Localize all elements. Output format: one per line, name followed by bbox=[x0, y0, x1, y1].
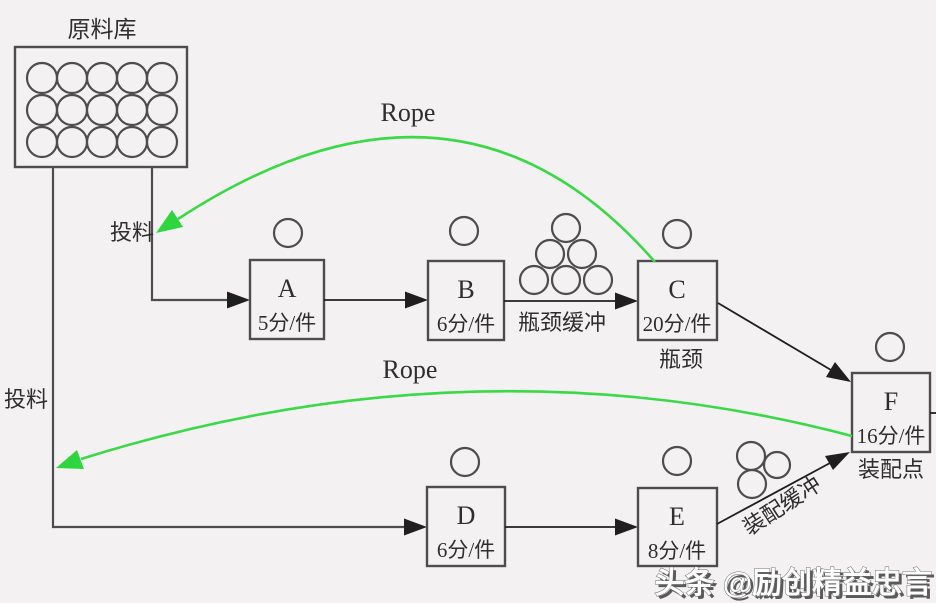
assembly-buffer-circles bbox=[735, 440, 792, 500]
process-d-rate: 6分/件 bbox=[437, 538, 495, 562]
rope-bottom-arrowhead-icon bbox=[56, 450, 84, 469]
inventory-dot bbox=[145, 125, 179, 159]
feed-label-top: 投料 bbox=[110, 220, 154, 245]
inventory-dot bbox=[145, 61, 179, 95]
rope-bottom-label: Rope bbox=[383, 355, 438, 384]
process-box-c: C 20分/件 bbox=[636, 259, 719, 342]
assembly-point-caption: 装配点 bbox=[858, 457, 924, 482]
feed-label-bottom: 投料 bbox=[4, 387, 48, 412]
buffer-dot bbox=[550, 264, 582, 296]
inventory-dot bbox=[25, 125, 59, 159]
inventory-dot bbox=[145, 93, 179, 127]
warehouse-stock-circles bbox=[25, 61, 179, 159]
arrow-b-to-c-head-icon bbox=[615, 292, 638, 310]
process-c-rate: 20分/件 bbox=[643, 312, 712, 336]
process-f-letter: F bbox=[884, 387, 898, 416]
rope-bottom-curve bbox=[80, 389, 853, 461]
buffer-dot bbox=[566, 238, 598, 270]
inventory-dot bbox=[25, 61, 59, 95]
process-box-f: F 16分/件 bbox=[850, 371, 932, 454]
arrow-e-to-f bbox=[716, 462, 831, 525]
inventory-dot bbox=[55, 61, 89, 95]
process-box-d: D 6分/件 bbox=[425, 485, 507, 568]
process-a-letter: A bbox=[278, 274, 297, 303]
buffer-dot bbox=[735, 440, 767, 472]
process-f-rate: 16分/件 bbox=[857, 424, 926, 448]
feed-line-bottom bbox=[51, 167, 407, 529]
process-e-letter: E bbox=[669, 502, 685, 531]
watermark-text: 头条 @励创精益忠言 bbox=[654, 567, 932, 600]
process-d-letter: D bbox=[457, 501, 476, 530]
buffer-dot bbox=[582, 264, 614, 296]
bottleneck-caption: 瓶颈 bbox=[659, 347, 703, 372]
rope-top-arrowhead-icon bbox=[156, 210, 183, 233]
process-e-rate: 8分/件 bbox=[648, 539, 706, 563]
inventory-dot bbox=[115, 61, 149, 95]
inventory-dot bbox=[85, 125, 119, 159]
buffer-dot bbox=[518, 264, 550, 296]
inventory-dot bbox=[55, 93, 89, 127]
arrow-c-to-f bbox=[717, 302, 832, 371]
arrow-a-to-b-head-icon bbox=[405, 291, 428, 309]
worker-circle-e-icon bbox=[661, 445, 693, 477]
inventory-dot bbox=[25, 93, 59, 127]
process-box-e: E 8分/件 bbox=[636, 486, 719, 568]
feed-line-top bbox=[150, 167, 230, 302]
inventory-dot bbox=[85, 61, 119, 95]
inventory-dot bbox=[115, 125, 149, 159]
rope-top-label: Rope bbox=[381, 98, 436, 127]
feed-line-bottom-arrowhead-icon bbox=[404, 518, 427, 536]
buffer-dot bbox=[736, 468, 768, 500]
inventory-dot bbox=[85, 93, 119, 127]
buffer-dot bbox=[550, 212, 582, 244]
process-box-b: B 6分/件 bbox=[426, 259, 506, 342]
arrow-d-to-e-head-icon bbox=[615, 518, 638, 536]
worker-circle-f-icon bbox=[874, 331, 906, 363]
process-a-rate: 5分/件 bbox=[258, 311, 316, 335]
worker-circle-a-icon bbox=[272, 217, 304, 249]
warehouse-label: 原料库 bbox=[68, 17, 137, 42]
buffer-dot bbox=[534, 238, 566, 270]
arrow-e-to-f-head-icon bbox=[825, 452, 850, 470]
inventory-dot bbox=[55, 125, 89, 159]
inventory-dot bbox=[115, 93, 149, 127]
process-box-a: A 5分/件 bbox=[248, 258, 326, 341]
watermark-shadow-text: 头条 @励创精益忠言 bbox=[657, 570, 935, 603]
watermark: 头条 @励创精益忠言 头条 @励创精益忠言 bbox=[654, 567, 935, 603]
process-c-letter: C bbox=[668, 275, 685, 304]
feed-line-top-arrowhead-icon bbox=[227, 291, 250, 309]
bottleneck-buffer-label: 瓶颈缓冲 bbox=[518, 310, 606, 335]
arrow-c-to-f-head-icon bbox=[826, 362, 851, 382]
process-b-rate: 6分/件 bbox=[437, 312, 495, 336]
buffer-dot bbox=[762, 450, 792, 480]
process-b-letter: B bbox=[457, 275, 474, 304]
worker-circle-c-icon bbox=[661, 218, 693, 250]
bottleneck-buffer-circles bbox=[518, 212, 614, 296]
rope-top-curve bbox=[177, 135, 656, 263]
worker-circle-b-icon bbox=[448, 215, 480, 247]
worker-circle-d-icon bbox=[449, 446, 481, 478]
